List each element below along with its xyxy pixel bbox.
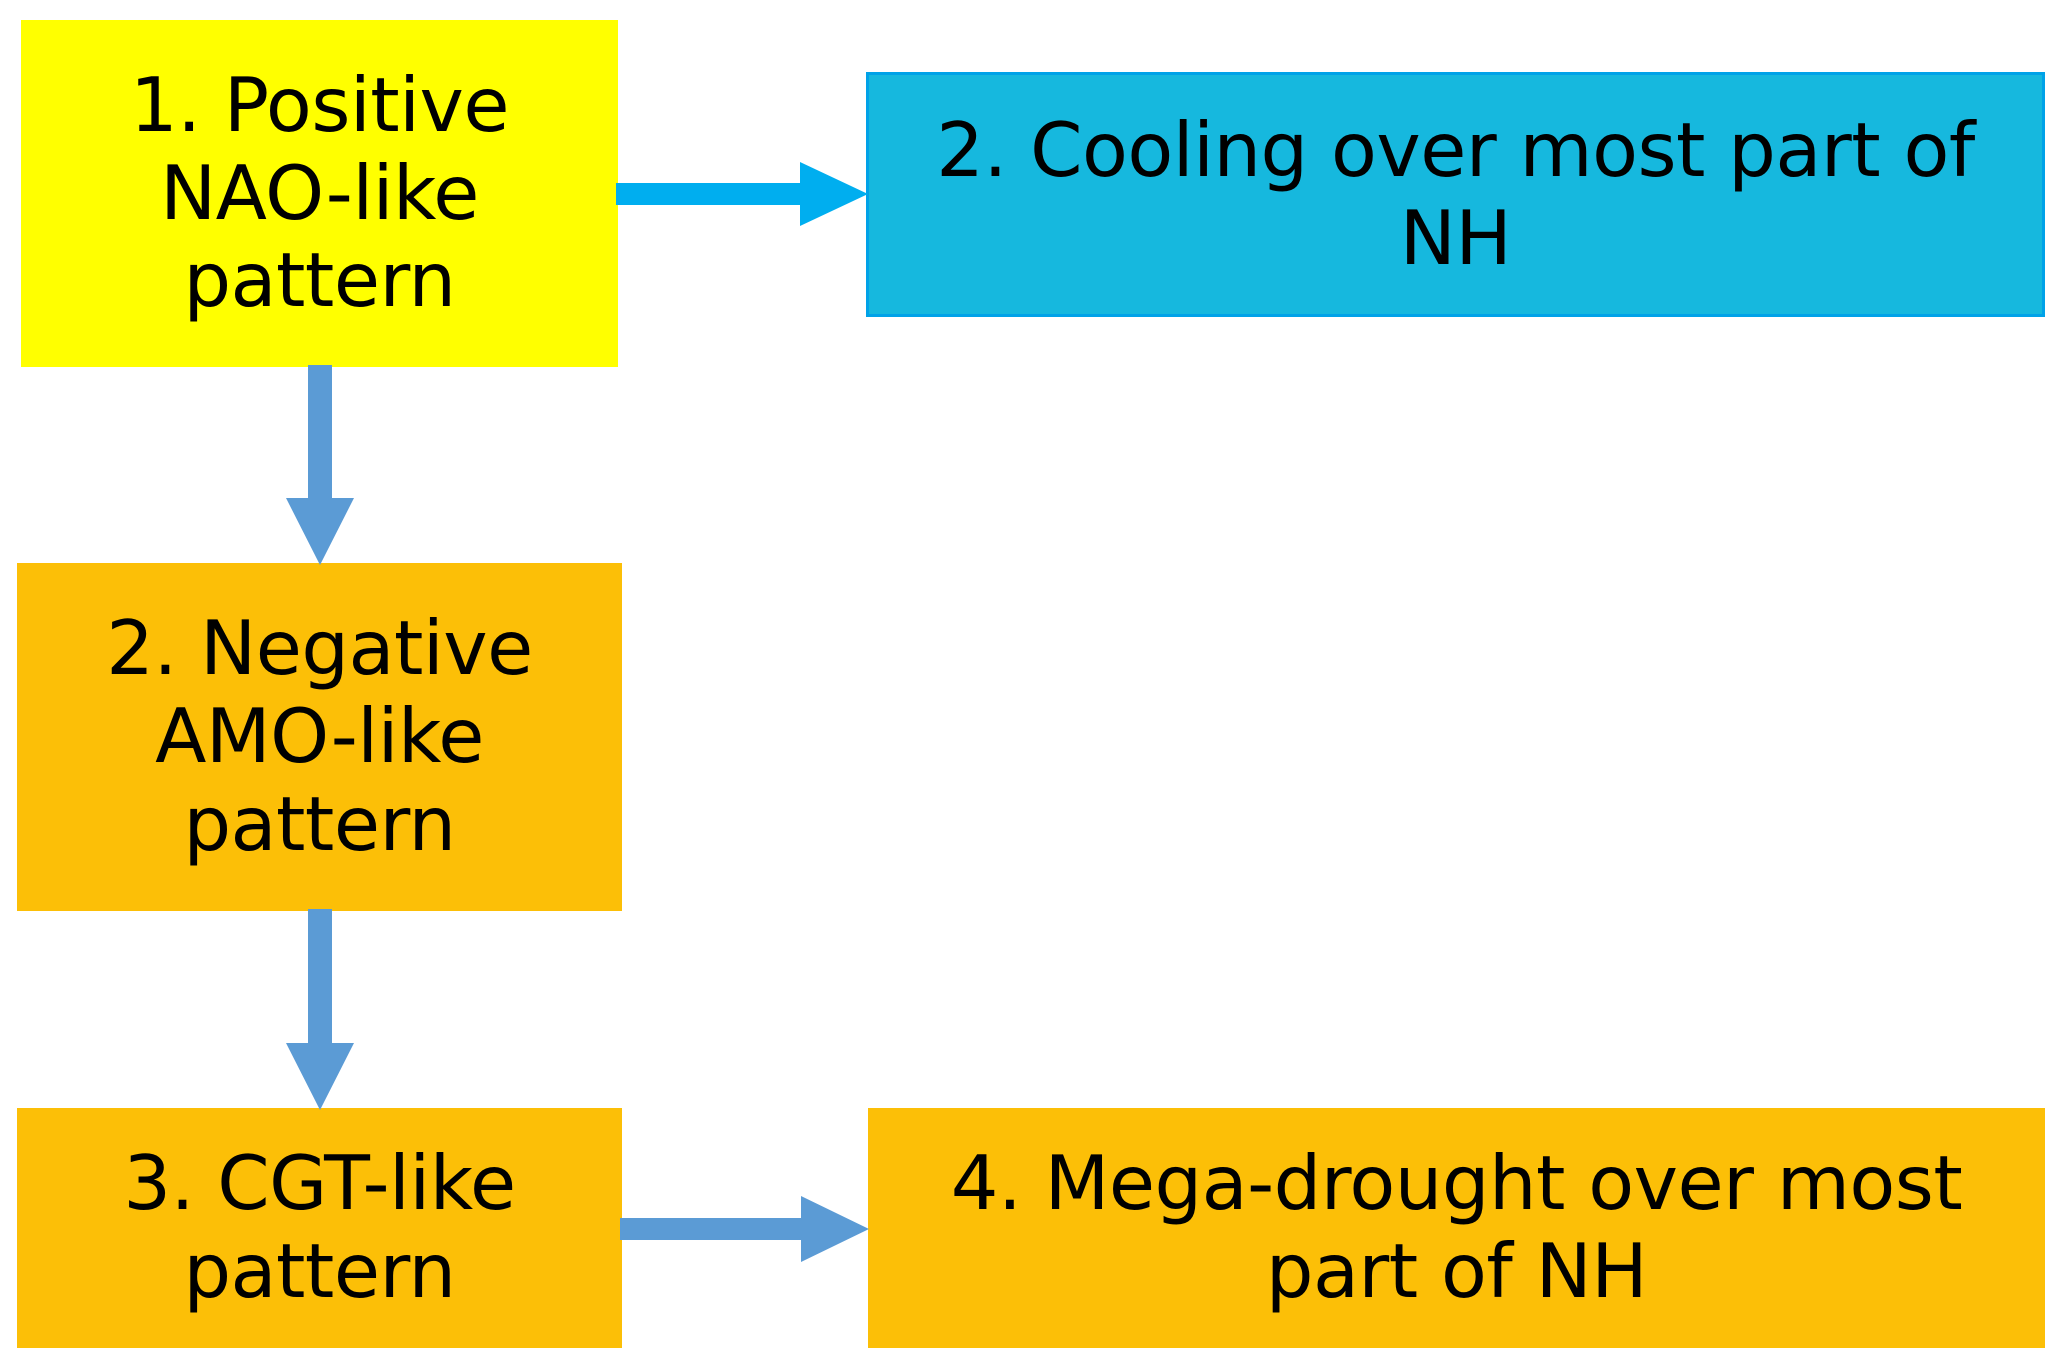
node-cgt-pattern[interactable]: 3. CGT-like pattern — [17, 1108, 622, 1348]
arrow-nao-to-cooling-icon — [616, 162, 868, 226]
node-cooling-nh[interactable]: 2. Cooling over most part of NH — [866, 72, 2045, 317]
arrow-nao-to-amo-icon — [286, 365, 354, 565]
node-negative-amo[interactable]: 2. Negative AMO-like pattern — [17, 563, 622, 911]
arrow-cgt-to-drought-icon — [620, 1196, 869, 1262]
node-positive-nao[interactable]: 1. Positive NAO-like pattern — [21, 20, 618, 367]
arrow-amo-to-cgt-icon — [286, 909, 354, 1110]
node-mega-drought[interactable]: 4. Mega-drought over most part of NH — [868, 1108, 2045, 1348]
